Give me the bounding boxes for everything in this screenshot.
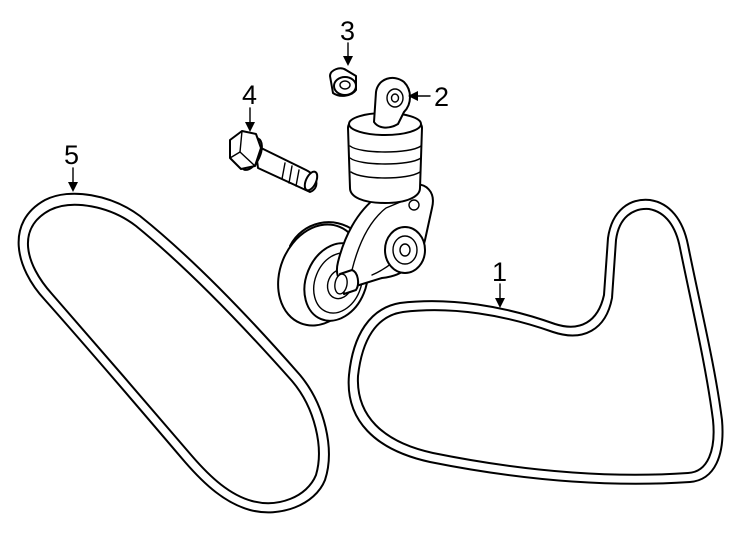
callout-5: 5 [64, 140, 79, 170]
nut-part [329, 67, 357, 97]
bolt-part [229, 130, 319, 193]
arrowhead-2 [408, 91, 418, 101]
leader-arrows [68, 42, 505, 308]
belt-left-part [17, 192, 330, 514]
callout-2: 2 [434, 82, 449, 112]
callout-4: 4 [242, 80, 257, 110]
callout-3: 3 [340, 16, 355, 46]
arrowhead-4 [245, 122, 255, 132]
arrowhead-5 [68, 182, 78, 192]
arrowhead-1 [495, 298, 505, 308]
tensioner-part [277, 76, 434, 327]
callout-1: 1 [492, 257, 507, 287]
belt-right-part [347, 198, 724, 485]
arrowhead-3 [343, 56, 353, 66]
